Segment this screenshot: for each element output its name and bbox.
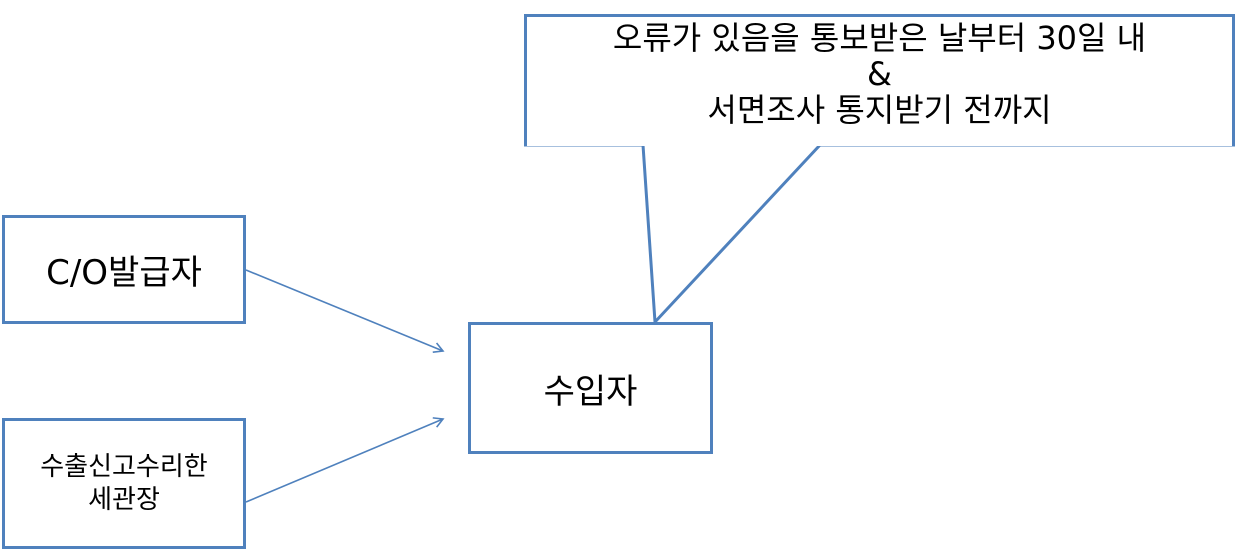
co-issuer-label: C/O발급자	[46, 253, 202, 293]
importer-box: 수입자	[468, 322, 713, 454]
customs-office-label-line1: 수출신고수리한	[40, 452, 208, 482]
callout-line-3: 서면조사 통지받기 전까지	[707, 90, 1052, 129]
customs-office-label-line2: 세관장	[88, 484, 160, 515]
callout-pointer-outline	[524, 143, 1235, 326]
customs-office-box: 수출신고수리한 세관장	[2, 418, 246, 549]
callout-line-2: &	[867, 54, 892, 93]
co-issuer-box: C/O발급자	[2, 215, 246, 324]
callout-pointer	[643, 145, 820, 322]
arrow-customs-to-importer	[245, 417, 445, 503]
importer-label: 수입자	[543, 371, 638, 412]
callout-line-1: 오류가 있음을 통보받은 날부터 30일 내	[612, 19, 1147, 57]
arrow-issuer-to-importer	[245, 269, 445, 353]
deadline-callout: 오류가 있음을 통보받은 날부터 30일 내 & 서면조사 통지받기 전까지	[524, 14, 1235, 146]
